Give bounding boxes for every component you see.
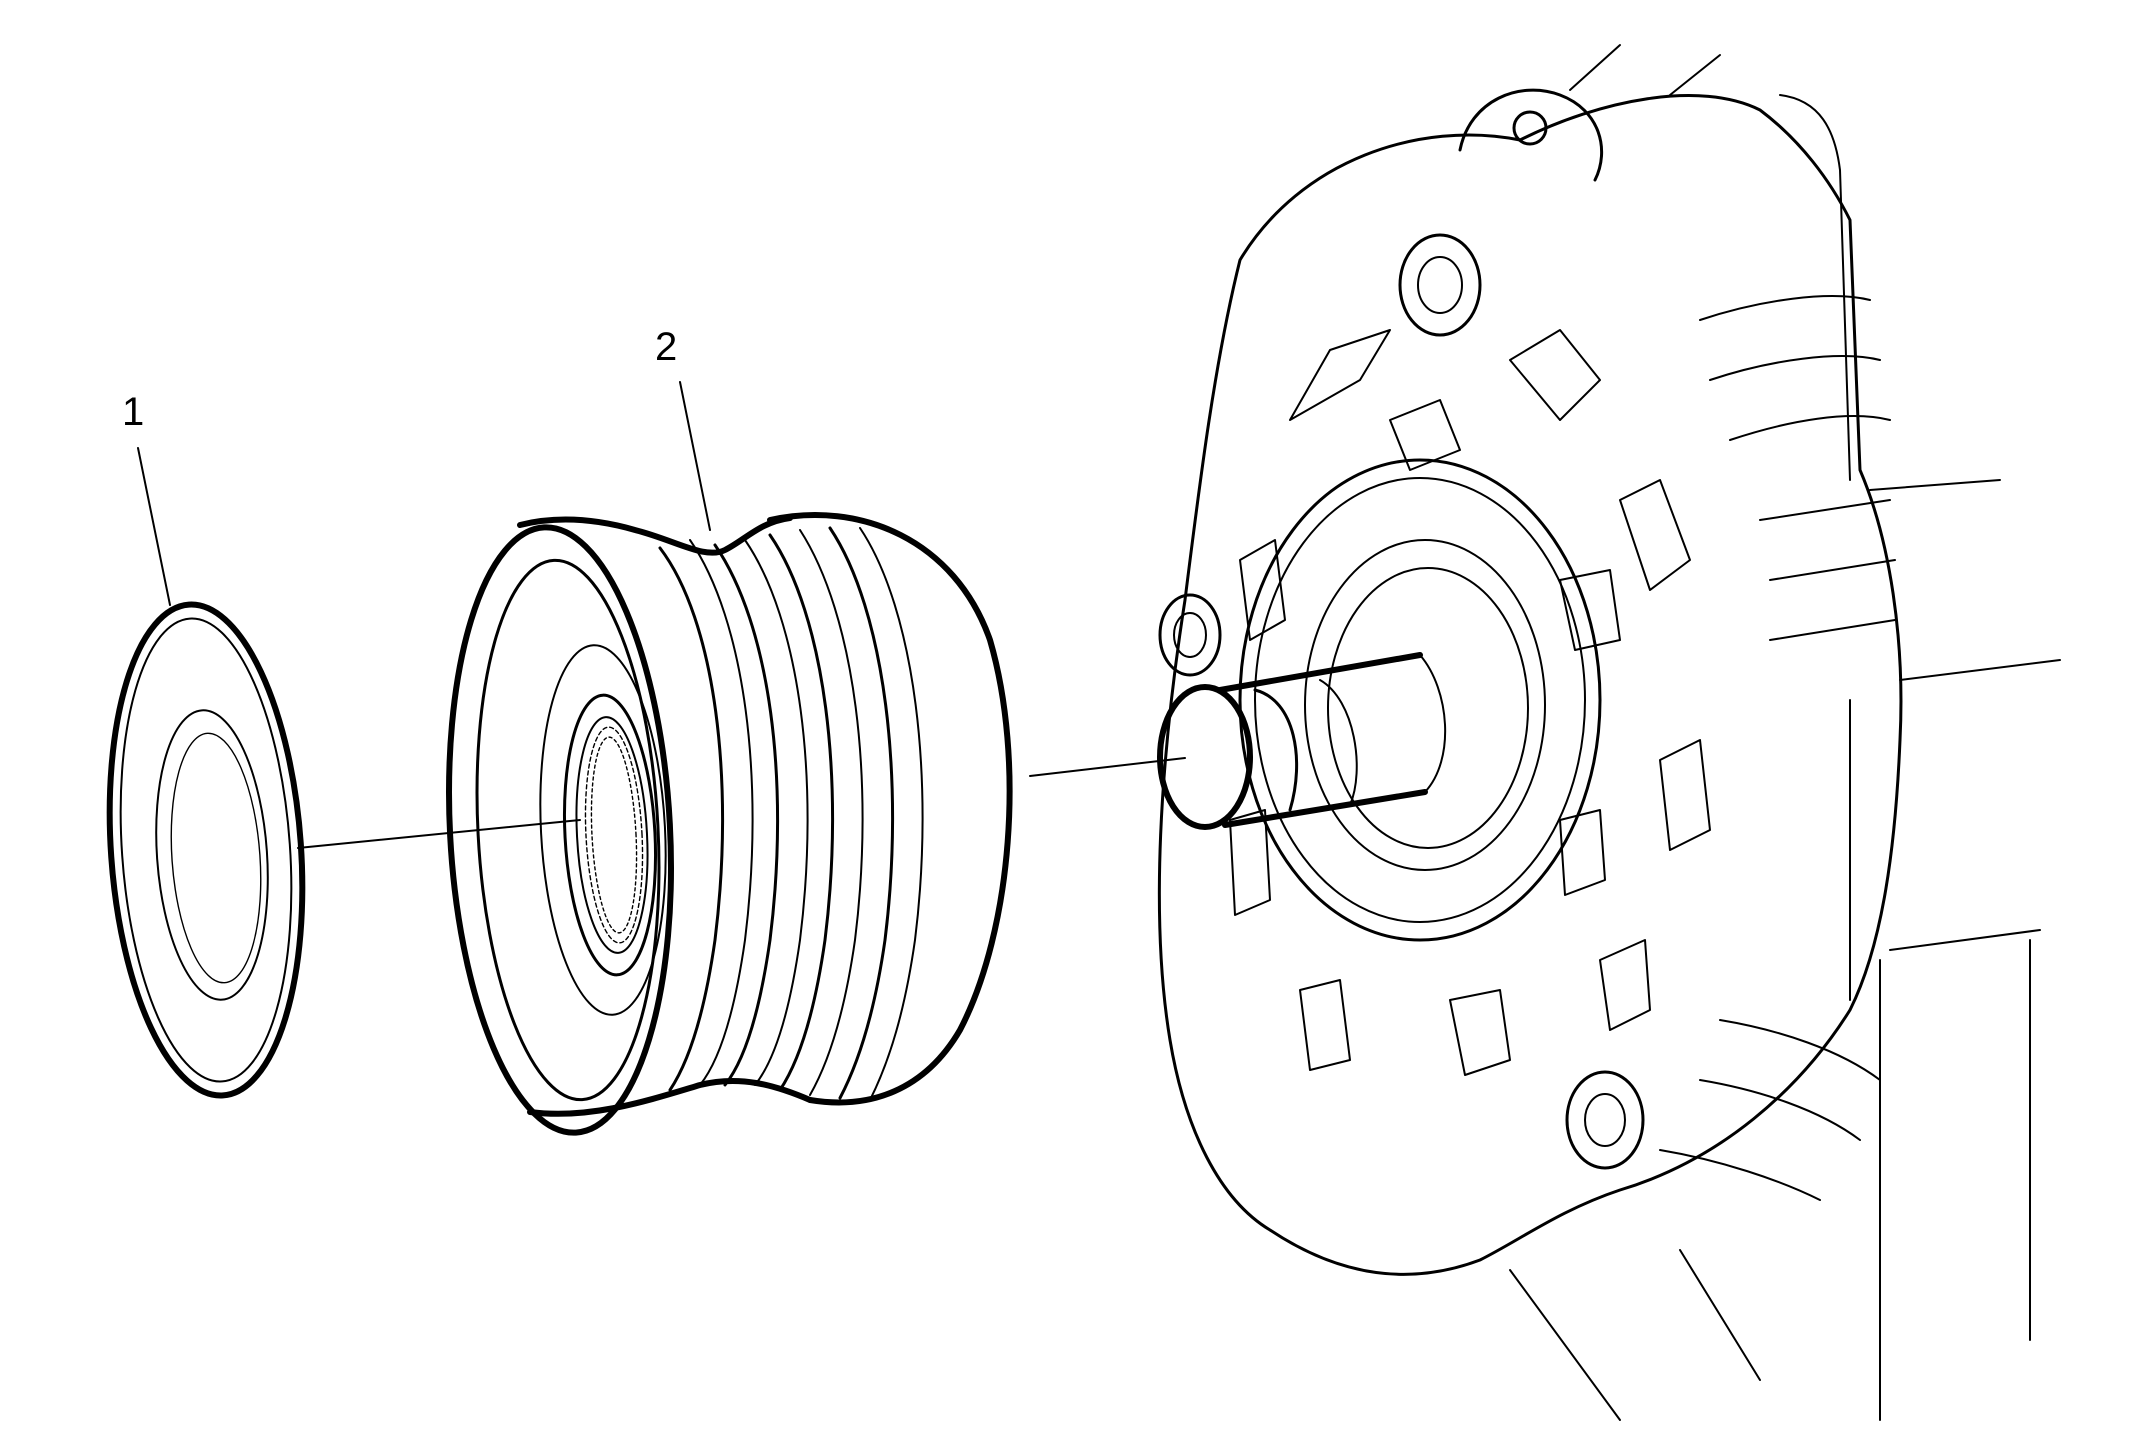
rotor-shaft [1157, 652, 1447, 830]
callout-2-number: 2 [655, 325, 677, 369]
callout-1-number: 1 [122, 390, 144, 434]
pulley [446, 512, 1013, 1136]
callout-1-leader [137, 447, 171, 606]
callout-2-leader [679, 381, 711, 531]
cover-cap [106, 601, 306, 1099]
alternator-end-frame [1157, 44, 2061, 1421]
callout-2: 2 [655, 325, 711, 531]
callout-1: 1 [122, 390, 171, 606]
center-axis [297, 757, 1186, 849]
